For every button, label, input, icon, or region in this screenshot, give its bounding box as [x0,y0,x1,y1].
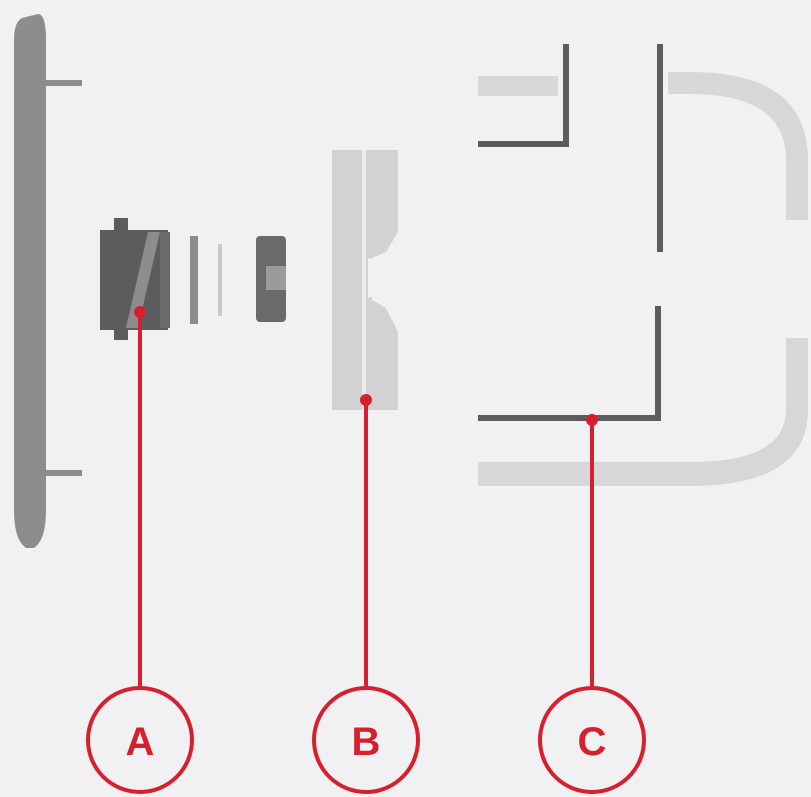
callout-b-label: B [352,720,381,764]
callout-b-anchor [360,394,372,406]
callout-c-anchor [586,414,598,426]
callout-a-label: A [126,720,155,764]
handle-bracket-icon [478,44,808,486]
callout-a: A [86,686,194,794]
callout-a-anchor [134,306,146,318]
washer-icon [256,236,286,322]
callout-c-label: C [578,720,607,764]
spacer-ring-icon [190,236,222,324]
callout-c-ring [538,686,646,794]
callout-c: C [538,686,646,794]
callout-a-ring [86,686,194,794]
wall-plate-icon [14,14,82,548]
cartridge-core-icon [100,218,170,340]
callout-b-ring [312,686,420,794]
callout-leaders [134,306,598,692]
callout-b: B [312,686,420,794]
escutcheon-rose-icon [332,150,398,410]
